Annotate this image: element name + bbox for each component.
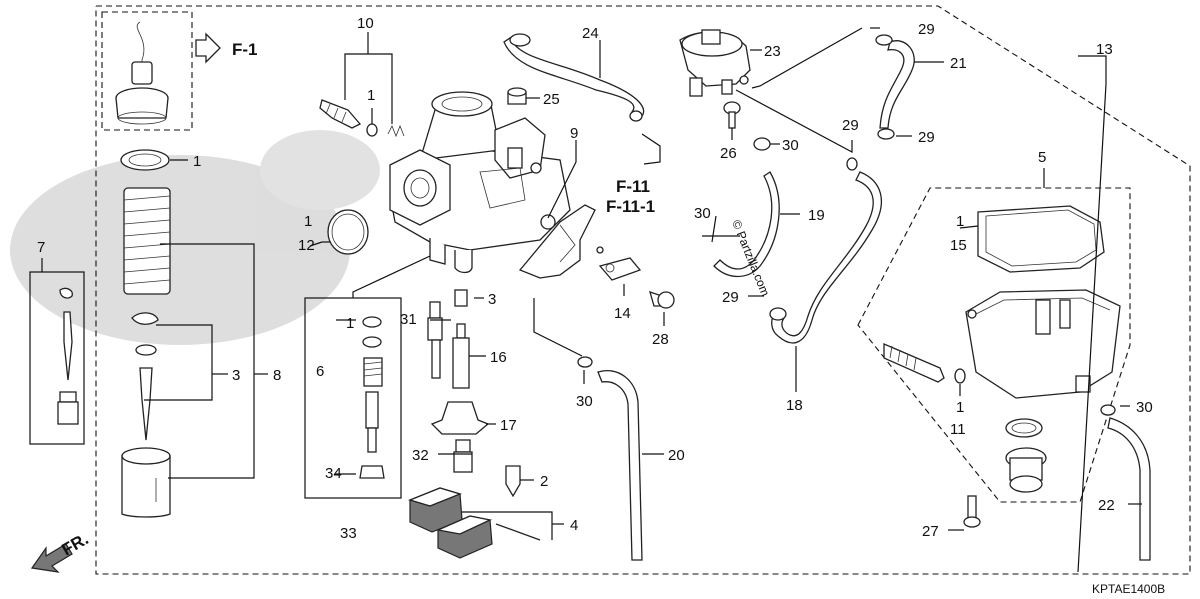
reference-f11-1: F-11-1 — [606, 197, 655, 216]
cap-25-icon — [507, 87, 527, 105]
reference-f11: F-11 — [616, 177, 650, 196]
callout-21: 21 — [950, 55, 967, 72]
callout-1-33: 1 — [346, 315, 354, 332]
callout-8: 8 — [273, 367, 281, 384]
reference-f1: F-1 — [232, 40, 258, 59]
callout-20: 20 — [668, 447, 685, 464]
o-ring-12-icon — [327, 209, 369, 255]
hose-22-icon — [1100, 404, 1151, 561]
gasket-15-icon — [977, 205, 1105, 273]
hose-18-icon — [769, 157, 882, 344]
hose-20-icon — [577, 356, 643, 561]
callout-33: 33 — [340, 525, 357, 542]
callout-11: 11 — [950, 421, 966, 438]
callout-13: 13 — [1096, 41, 1113, 58]
callout-30-right: 30 — [1136, 399, 1153, 416]
hose-21-icon — [875, 34, 915, 140]
callout-22: 22 — [1098, 497, 1115, 514]
washer-1-icon — [366, 123, 378, 137]
callout-31: 31 — [400, 311, 417, 328]
callout-28: 28 — [652, 331, 669, 348]
throttle-valve-8-icon — [121, 447, 171, 518]
callout-26: 26 — [720, 145, 737, 162]
callout-16: 16 — [490, 349, 507, 366]
callout-6: 6 — [316, 363, 324, 380]
callout-29-mid: 29 — [842, 117, 859, 134]
leader-lines — [41, 27, 1142, 573]
needle-jet-31-icon — [427, 301, 443, 379]
callout-30-center: 30 — [576, 393, 593, 410]
front-arrow-icon — [30, 543, 73, 573]
bracket-box-7 — [29, 271, 85, 445]
plug-32-icon — [453, 439, 473, 473]
callout-12: 12 — [298, 237, 315, 254]
screw-27-icon — [963, 495, 981, 528]
callout-24: 24 — [582, 25, 599, 42]
callout-5: 5 — [1038, 149, 1046, 166]
diagram-code: KPTAE1400B — [1092, 582, 1165, 596]
callout-14: 14 — [614, 305, 631, 322]
callout-3-left: 3 — [232, 367, 240, 384]
float-valve-2-icon — [505, 465, 521, 498]
callout-4: 4 — [570, 517, 578, 534]
bracket-9-icon — [518, 204, 604, 279]
pilot-screw-10-icon — [319, 99, 362, 129]
callout-34: 34 — [325, 465, 342, 482]
callout-1-oring12: 1 — [304, 213, 312, 230]
callout-17: 17 — [500, 417, 517, 434]
screw-28-icon — [649, 290, 675, 309]
callout-15: 15 — [950, 237, 967, 254]
jet-3-icon — [454, 289, 468, 307]
assembly-boundary — [95, 5, 1191, 575]
float-4-icon — [408, 487, 541, 559]
bracket-box-5 — [857, 187, 1131, 503]
callout-labels: 1 7 3 8 10 1 1 12 24 25 9 3 31 16 17 32 … — [37, 15, 1153, 542]
drain-screw-11-icon — [883, 343, 966, 384]
callout-10: 10 — [357, 15, 374, 32]
callout-7: 7 — [37, 239, 45, 256]
arrow-right-icon — [195, 32, 221, 64]
o-ring-float-chamber-icon — [1005, 418, 1043, 438]
drain-plug-icon — [1005, 447, 1047, 493]
clamp-14-icon — [598, 257, 642, 281]
spring-10-icon — [387, 124, 405, 138]
callout-30-top: 30 — [782, 137, 799, 154]
clip-30-icon — [753, 137, 771, 151]
callout-3-jet: 3 — [488, 291, 496, 308]
o-ring-1-icon — [120, 149, 170, 171]
callout-30-left: 30 — [694, 205, 711, 222]
callout-2: 2 — [540, 473, 548, 490]
callout-25: 25 — [543, 91, 560, 108]
inset-box-fuel-cap — [101, 11, 193, 131]
spring-8-icon — [123, 187, 171, 295]
cut-valve-23-icon — [679, 29, 751, 97]
hose-24-icon — [503, 33, 645, 122]
float-chamber-icon — [965, 289, 1121, 399]
callout-18: 18 — [786, 397, 803, 414]
watermark-stipple — [10, 130, 380, 345]
callout-9: 9 — [570, 125, 578, 142]
carburetor-body-icon — [389, 91, 571, 274]
clip-3-icon — [131, 312, 159, 356]
callout-23: 23 — [764, 43, 781, 60]
callout-1-gasket: 1 — [956, 213, 964, 230]
callout-1-oring: 1 — [193, 153, 201, 170]
fuel-cap-icon — [115, 21, 169, 125]
callout-19: 19 — [808, 207, 825, 224]
choke-plunger-33-icon — [359, 316, 385, 479]
callout-27: 27 — [922, 523, 939, 540]
callout-1-drain: 1 — [956, 399, 964, 416]
float-valve-seat-17-icon — [430, 401, 490, 435]
slow-jet-16-icon — [452, 323, 470, 389]
callout-32: 32 — [412, 447, 429, 464]
jet-needle-3-icon — [139, 367, 153, 441]
callout-29-top: 29 — [918, 21, 935, 38]
screw-26-icon — [723, 101, 741, 129]
needle-kit-7-icon — [57, 287, 79, 425]
callout-1-washer: 1 — [367, 87, 375, 104]
callout-29-lower: 29 — [918, 129, 935, 146]
hose-19-icon — [713, 171, 780, 278]
callout-29-bottom: 29 — [722, 289, 739, 306]
